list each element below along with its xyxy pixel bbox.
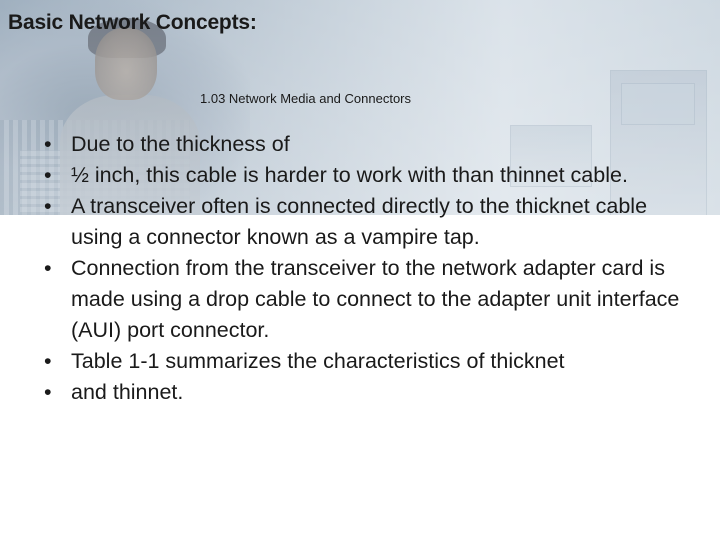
bullet-text: Table 1-1 summarizes the characteristics… bbox=[71, 349, 565, 373]
bullet-item: • Table 1-1 summarizes the characteristi… bbox=[44, 346, 684, 377]
slide-subtitle: 1.03 Network Media and Connectors bbox=[200, 91, 412, 106]
monitor-image bbox=[510, 125, 592, 187]
bullet-glyph: • bbox=[44, 132, 52, 156]
bullet-item: • A transceiver often is connected direc… bbox=[44, 191, 684, 253]
slide-title: Basic Network Concepts: bbox=[8, 11, 257, 34]
bullet-text: Connection from the transceiver to the n… bbox=[71, 256, 680, 342]
bullet-item: • and thinnet. bbox=[44, 377, 684, 408]
bullet-item: • Due to the thickness of bbox=[44, 129, 684, 160]
bullet-glyph: • bbox=[44, 163, 52, 187]
bullet-glyph: • bbox=[44, 380, 52, 404]
technician-body-image bbox=[60, 95, 200, 215]
photo-fade-overlay bbox=[0, 0, 720, 215]
bullet-item: • Connection from the transceiver to the… bbox=[44, 253, 684, 346]
bullet-glyph: • bbox=[44, 349, 52, 373]
header-photo bbox=[0, 0, 720, 215]
bullet-text: Due to the thickness of bbox=[71, 132, 290, 156]
bullet-text: and thinnet. bbox=[71, 380, 184, 404]
bullet-glyph: • bbox=[44, 256, 52, 280]
bullet-item: • ½ inch, this cable is harder to work w… bbox=[44, 160, 684, 191]
bullet-text: A transceiver often is connected directl… bbox=[71, 194, 648, 249]
server-rack-image bbox=[610, 70, 707, 215]
bullet-text: ½ inch, this cable is harder to work wit… bbox=[71, 163, 628, 187]
technician-head-image bbox=[95, 28, 157, 100]
bullet-list: • Due to the thickness of • ½ inch, this… bbox=[44, 129, 684, 408]
bullet-glyph: • bbox=[44, 194, 52, 218]
